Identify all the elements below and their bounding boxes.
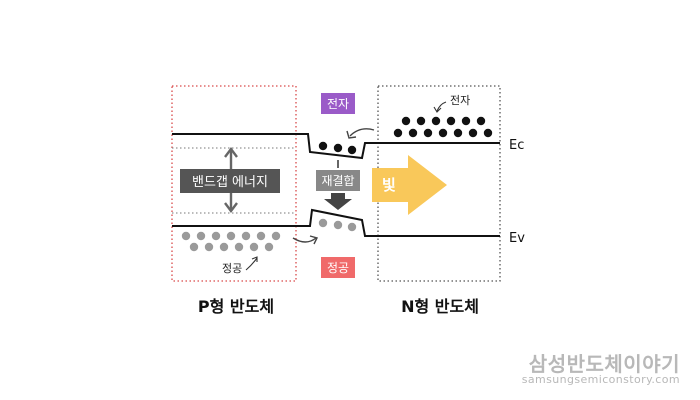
p-type-title: P형 반도체 — [198, 297, 274, 316]
electron — [416, 116, 426, 126]
hole — [241, 231, 251, 241]
hole-flow-arrow — [292, 235, 319, 245]
hole — [264, 242, 274, 252]
electron — [408, 128, 418, 138]
electron-badge-box — [321, 93, 355, 114]
hole — [219, 242, 229, 252]
light-arrow — [372, 155, 447, 215]
electron-badge-label: 전자 — [327, 97, 349, 111]
electron — [438, 128, 448, 138]
hole — [256, 231, 266, 241]
hole — [226, 231, 236, 241]
hole — [189, 242, 199, 252]
bandgap-label-box — [180, 169, 280, 193]
ev-label: Ev — [509, 231, 525, 246]
electron — [483, 128, 493, 138]
electron — [431, 116, 441, 126]
hole — [181, 231, 191, 241]
electron — [461, 116, 471, 126]
hole — [204, 242, 214, 252]
hole-badge-label: 정공 — [327, 261, 349, 275]
bandgap-label: 밴드갭 에너지 — [192, 175, 268, 190]
electron-flow-arrow — [346, 128, 375, 139]
recombination-down-arrow — [324, 193, 352, 210]
junction-holes — [318, 218, 357, 232]
electron — [453, 128, 463, 138]
electron — [333, 143, 343, 153]
light-label: 빛 — [382, 176, 396, 194]
watermark-brand: 삼성반도체이야기 — [528, 352, 680, 376]
electron-note-arrow — [433, 101, 447, 113]
hole-badge-box — [321, 257, 355, 278]
electron — [468, 128, 478, 138]
hole — [234, 242, 244, 252]
hole — [271, 231, 281, 241]
electron — [423, 128, 433, 138]
valence-band-line — [172, 208, 500, 237]
electron — [393, 128, 403, 138]
hole-note-arrow — [245, 256, 258, 271]
ec-label: Ec — [509, 138, 524, 153]
hole — [333, 220, 343, 230]
n-region-electrons — [393, 116, 493, 138]
p-region-holes — [181, 231, 281, 252]
p-region-box — [171, 85, 297, 282]
watermark-site[interactable]: samsungsemiconstory.com — [521, 373, 680, 386]
electron — [318, 141, 328, 151]
hole — [318, 218, 328, 228]
n-type-title: N형 반도체 — [401, 297, 479, 316]
hole — [211, 231, 221, 241]
hole — [249, 242, 259, 252]
hole — [196, 231, 206, 241]
electron — [476, 116, 486, 126]
electron — [347, 145, 357, 155]
hole — [347, 222, 357, 232]
conduction-band-line — [172, 133, 500, 160]
recombination-label-box — [316, 170, 360, 191]
hole-note-label: 정공 — [222, 262, 242, 275]
electron — [446, 116, 456, 126]
electron — [401, 116, 411, 126]
junction-electrons — [318, 141, 357, 155]
electron-note-label: 전자 — [450, 94, 470, 107]
recombination-label: 재결합 — [321, 174, 354, 188]
